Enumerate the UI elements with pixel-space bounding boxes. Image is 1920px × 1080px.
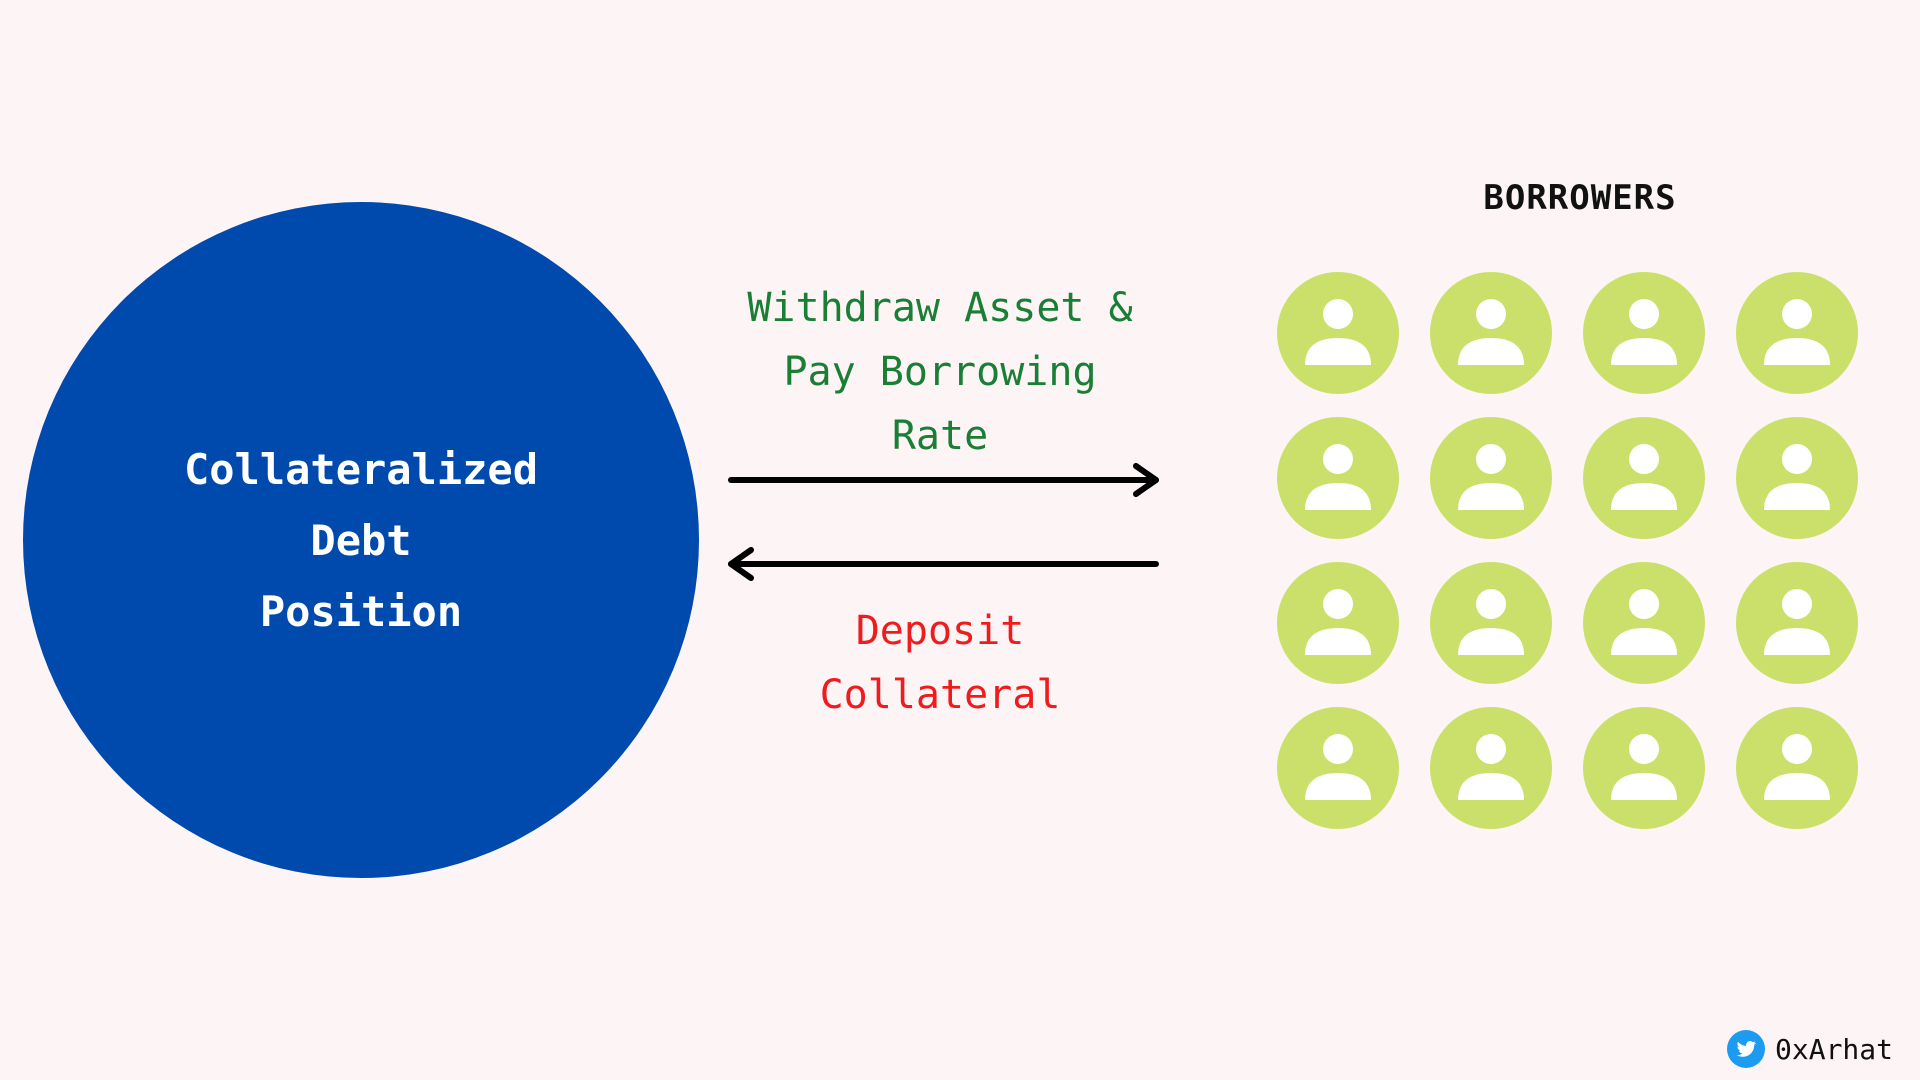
borrower-avatar — [1583, 562, 1705, 684]
borrower-avatar — [1583, 707, 1705, 829]
borrowers-title: BORROWERS — [1483, 178, 1677, 218]
withdraw-label-line: Withdraw Asset & — [747, 285, 1133, 331]
borrower-avatar — [1736, 417, 1858, 539]
borrower-avatar — [1277, 417, 1399, 539]
user-icon — [1764, 734, 1830, 800]
deposit-label: Deposit Collateral — [700, 599, 1180, 727]
borrower-avatar — [1430, 707, 1552, 829]
borrower-avatar — [1277, 272, 1399, 394]
borrower-avatar — [1583, 272, 1705, 394]
deposit-label-line: Collateral — [819, 672, 1061, 718]
author-handle[interactable]: 0xArhat — [1775, 1032, 1894, 1066]
user-icon — [1764, 444, 1830, 510]
borrower-avatar — [1430, 272, 1552, 394]
user-icon — [1611, 444, 1677, 510]
borrower-avatar — [1430, 417, 1552, 539]
user-icon — [1764, 299, 1830, 365]
borrower-avatar — [1430, 562, 1552, 684]
deposit-label-line: Deposit — [855, 608, 1025, 654]
borrower-avatar — [1277, 707, 1399, 829]
user-icon — [1305, 299, 1371, 365]
borrower-avatar — [1736, 707, 1858, 829]
user-icon — [1611, 299, 1677, 365]
author-credit: 0xArhat — [1727, 1030, 1893, 1068]
withdraw-label: Withdraw Asset & Pay Borrowing Rate — [700, 276, 1180, 468]
twitter-icon[interactable] — [1727, 1030, 1765, 1068]
borrower-avatar — [1583, 417, 1705, 539]
user-icon — [1305, 444, 1371, 510]
user-icon — [1305, 734, 1371, 800]
withdraw-label-line: Rate — [891, 413, 989, 459]
user-icon — [1458, 299, 1524, 365]
user-icon — [1458, 589, 1524, 655]
cdp-label: Collateralized Debt Position — [81, 434, 641, 647]
cdp-label-line: Position — [259, 586, 463, 636]
cdp-label-line: Collateralized — [183, 444, 538, 494]
borrower-avatar — [1736, 562, 1858, 684]
user-icon — [1305, 589, 1371, 655]
borrower-avatar — [1277, 562, 1399, 684]
withdraw-arrow — [728, 463, 1159, 497]
user-icon — [1764, 589, 1830, 655]
cdp-label-line: Debt — [310, 515, 412, 565]
user-icon — [1611, 734, 1677, 800]
deposit-arrow — [728, 547, 1159, 581]
user-icon — [1611, 589, 1677, 655]
withdraw-label-line: Pay Borrowing — [783, 349, 1097, 395]
user-icon — [1458, 444, 1524, 510]
cdp-circle: Collateralized Debt Position — [23, 202, 699, 878]
borrower-avatar — [1736, 272, 1858, 394]
borrower-grid — [1277, 272, 1859, 829]
user-icon — [1458, 734, 1524, 800]
